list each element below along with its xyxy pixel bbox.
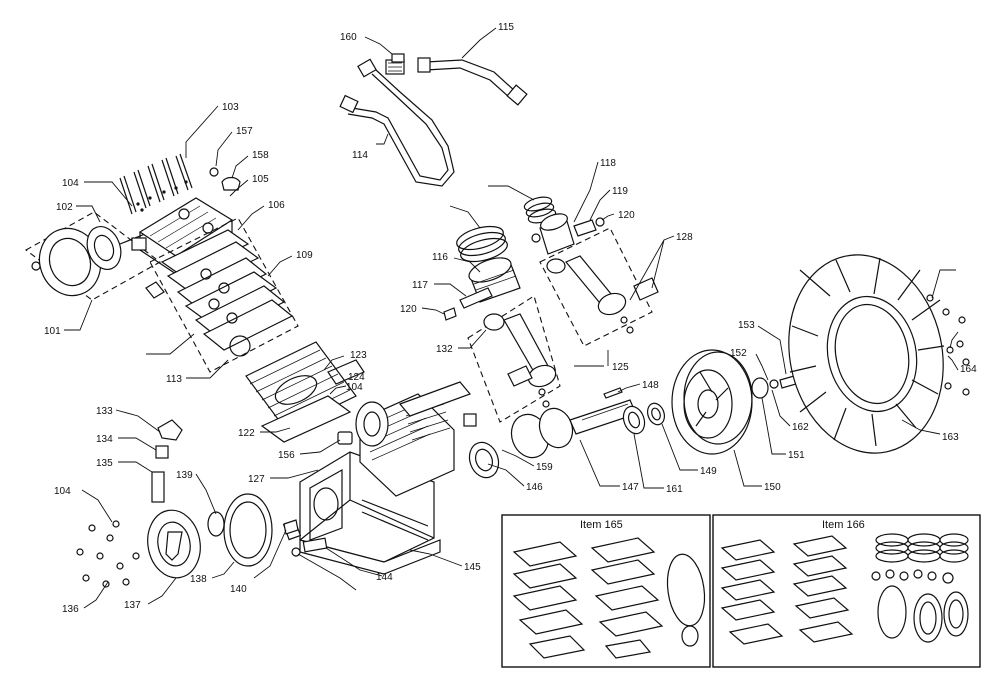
head-bolts-103 (119, 153, 193, 215)
bearing-155 (622, 405, 646, 435)
callout-143: 147 (622, 482, 639, 493)
callout-158: 164 (960, 364, 977, 375)
left-cylinder-head (131, 197, 234, 276)
callout-121: 123 (350, 350, 367, 361)
kit-box-165: Item 165 (501, 514, 711, 668)
right-cylinder-assembly (337, 381, 477, 497)
callout-133: 134 (96, 434, 113, 445)
callout-114: 114 (352, 150, 368, 161)
callout-119: 119 (612, 186, 628, 197)
callout-104-top: 104 (62, 178, 79, 189)
callout-132: 133 (96, 406, 113, 417)
callout-150: 156 (278, 450, 295, 461)
callout-146: 150 (764, 482, 781, 493)
elbow-fitting-154 (385, 53, 405, 75)
left-flywheel-group (24, 211, 162, 301)
piston-rings-163 (456, 225, 508, 263)
callout-135: 136 (62, 604, 79, 615)
callout-149: 153 (738, 320, 755, 331)
piston-118 (539, 213, 575, 255)
connecting-rod-left (467, 295, 561, 423)
callout-156: 162 (792, 422, 809, 433)
callout-116: 116 (432, 252, 448, 263)
crankshaft-143 (510, 399, 637, 459)
kit-title-165: Item 165 (580, 519, 623, 531)
callout-137: 138 (190, 574, 207, 585)
fan-bolts (926, 294, 970, 396)
callout-120-right: 120 (618, 210, 635, 221)
callout-117: 117 (412, 280, 428, 291)
callout-105: 105 (252, 174, 269, 185)
callout-118: 118 (600, 158, 616, 169)
key-144 (603, 387, 623, 399)
callout-102: 102 (56, 202, 73, 213)
callout-134: 135 (96, 458, 113, 469)
callout-153: 159 (536, 462, 553, 473)
callout-113: 113 (166, 374, 182, 385)
callout-139: 140 (230, 584, 247, 595)
callout-140: 144 (376, 572, 393, 583)
seal-145 (646, 402, 666, 426)
callout-141: 145 (464, 562, 481, 573)
valve-plate-stack (149, 217, 299, 373)
discharge-tube-114 (339, 58, 455, 187)
small-fittings-151-152 (145, 167, 241, 299)
callout-104-mid: 104 (346, 382, 363, 393)
callout-101: 101 (44, 326, 61, 337)
kit-box-166: Item 166 (712, 514, 981, 668)
callout-152: 158 (252, 150, 269, 161)
callout-labels: 103 157 158 104 105 102 106 109 101 113 … (44, 22, 977, 615)
callout-144: 148 (642, 380, 659, 391)
callout-103: 103 (222, 102, 239, 113)
callout-123: 124 (348, 372, 365, 383)
callout-151: 157 (236, 126, 253, 137)
side-cover-group (147, 419, 299, 579)
callout-145: 149 (700, 466, 717, 477)
flywheel-fan-157 (788, 254, 945, 454)
callout-109: 109 (296, 250, 313, 261)
callout-148: 152 (730, 348, 747, 359)
leader-lines (64, 27, 959, 609)
callout-128: 132 (436, 344, 453, 355)
callout-120-left: 120 (400, 304, 417, 315)
callout-157: 163 (942, 432, 959, 443)
callout-142: 146 (526, 482, 543, 493)
pulley-hardware (751, 375, 797, 399)
callout-115: 115 (498, 22, 514, 33)
kit-title-166: Item 166 (822, 519, 865, 531)
callout-122: 122 (238, 428, 255, 439)
callout-104-bottom: 104 (54, 486, 71, 497)
callout-125: 125 (612, 362, 629, 373)
wrist-pin-117 (443, 287, 493, 321)
callout-136: 137 (124, 600, 141, 611)
tube-115 (417, 57, 528, 106)
callout-124: 127 (248, 474, 265, 485)
cover-screws (76, 520, 140, 588)
callout-154: 160 (340, 32, 357, 43)
connecting-rod-right (539, 227, 659, 347)
callout-106: 106 (268, 200, 285, 211)
callout-155: 161 (666, 484, 683, 495)
pulley-146 (671, 349, 753, 455)
callout-138: 139 (176, 470, 193, 481)
bearing-142 (468, 441, 500, 479)
callout-147: 151 (788, 450, 805, 461)
callout-127: 128 (676, 232, 693, 243)
